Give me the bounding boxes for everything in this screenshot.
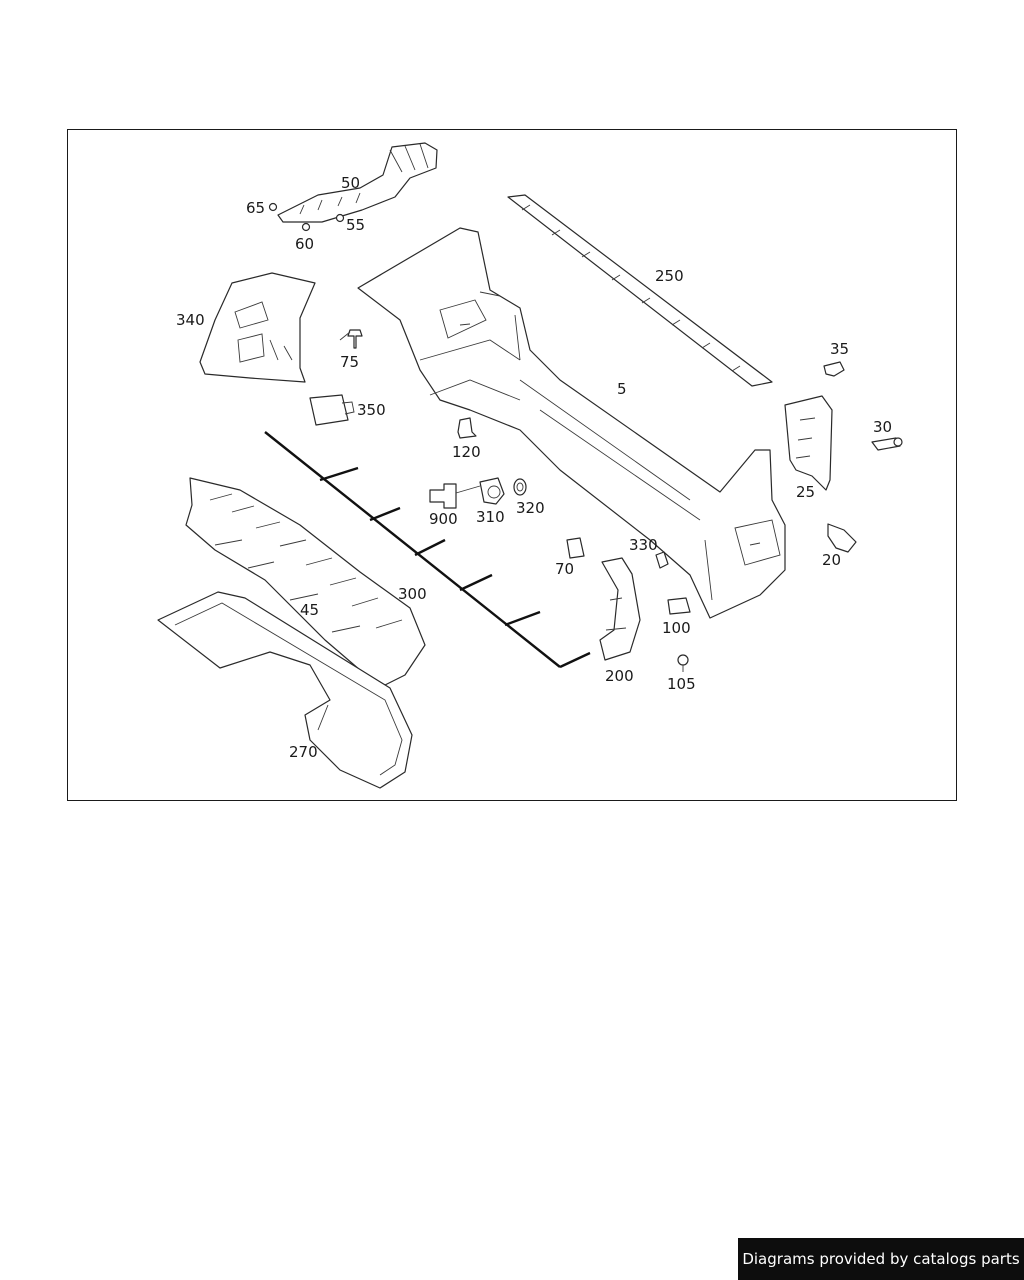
callout-105: 105 [667, 675, 696, 693]
callout-70: 70 [555, 560, 574, 578]
diagram-credit-banner: Diagrams provided by catalogs parts [738, 1238, 1024, 1280]
callout-340: 340 [176, 311, 205, 329]
part-100-nut [667, 597, 691, 615]
callout-25: 25 [796, 483, 815, 501]
part-350-module [309, 394, 355, 426]
callout-900: 900 [429, 510, 458, 528]
part-120-clip [457, 417, 477, 439]
callout-30: 30 [873, 418, 892, 436]
callout-250: 250 [655, 267, 684, 285]
part-30-screw [871, 437, 903, 451]
part-900-connector [429, 483, 481, 509]
part-75-push-clip [339, 329, 363, 349]
callout-350: 350 [357, 401, 386, 419]
part-330-clip [655, 551, 669, 569]
part-60-clip [301, 222, 311, 232]
callout-330: 330 [629, 536, 658, 554]
part-105-screw [677, 654, 689, 672]
part-70-clip [566, 537, 585, 559]
callout-65: 65 [246, 199, 265, 217]
callout-120: 120 [452, 443, 481, 461]
part-25-side-bracket [784, 395, 833, 491]
callout-200: 200 [605, 667, 634, 685]
callout-5: 5 [617, 380, 627, 398]
callout-50: 50 [341, 174, 360, 192]
part-250-trim-strip [507, 194, 773, 387]
part-35-cap [823, 361, 845, 377]
callout-270: 270 [289, 743, 318, 761]
callout-100: 100 [662, 619, 691, 637]
part-270-diffuser [157, 591, 413, 789]
part-200-corner-bracket [599, 557, 641, 661]
callout-320: 320 [516, 499, 545, 517]
part-5-bumper-cover [357, 227, 786, 619]
part-65-clip [268, 202, 278, 212]
callout-300: 300 [398, 585, 427, 603]
part-320-ring [513, 478, 527, 496]
part-55-clip [335, 213, 345, 223]
diagram-credit-text: Diagrams provided by catalogs parts [742, 1250, 1020, 1268]
callout-75: 75 [340, 353, 359, 371]
callout-310: 310 [476, 508, 505, 526]
callout-20: 20 [822, 551, 841, 569]
callout-55: 55 [346, 216, 365, 234]
part-340-side-panel [199, 272, 316, 383]
callout-60: 60 [295, 235, 314, 253]
part-20-clip [827, 523, 857, 553]
part-300-rail [264, 431, 591, 669]
callout-45: 45 [300, 601, 319, 619]
callout-35: 35 [830, 340, 849, 358]
part-310-sensor [479, 477, 505, 505]
part-50-bracket [277, 142, 438, 223]
